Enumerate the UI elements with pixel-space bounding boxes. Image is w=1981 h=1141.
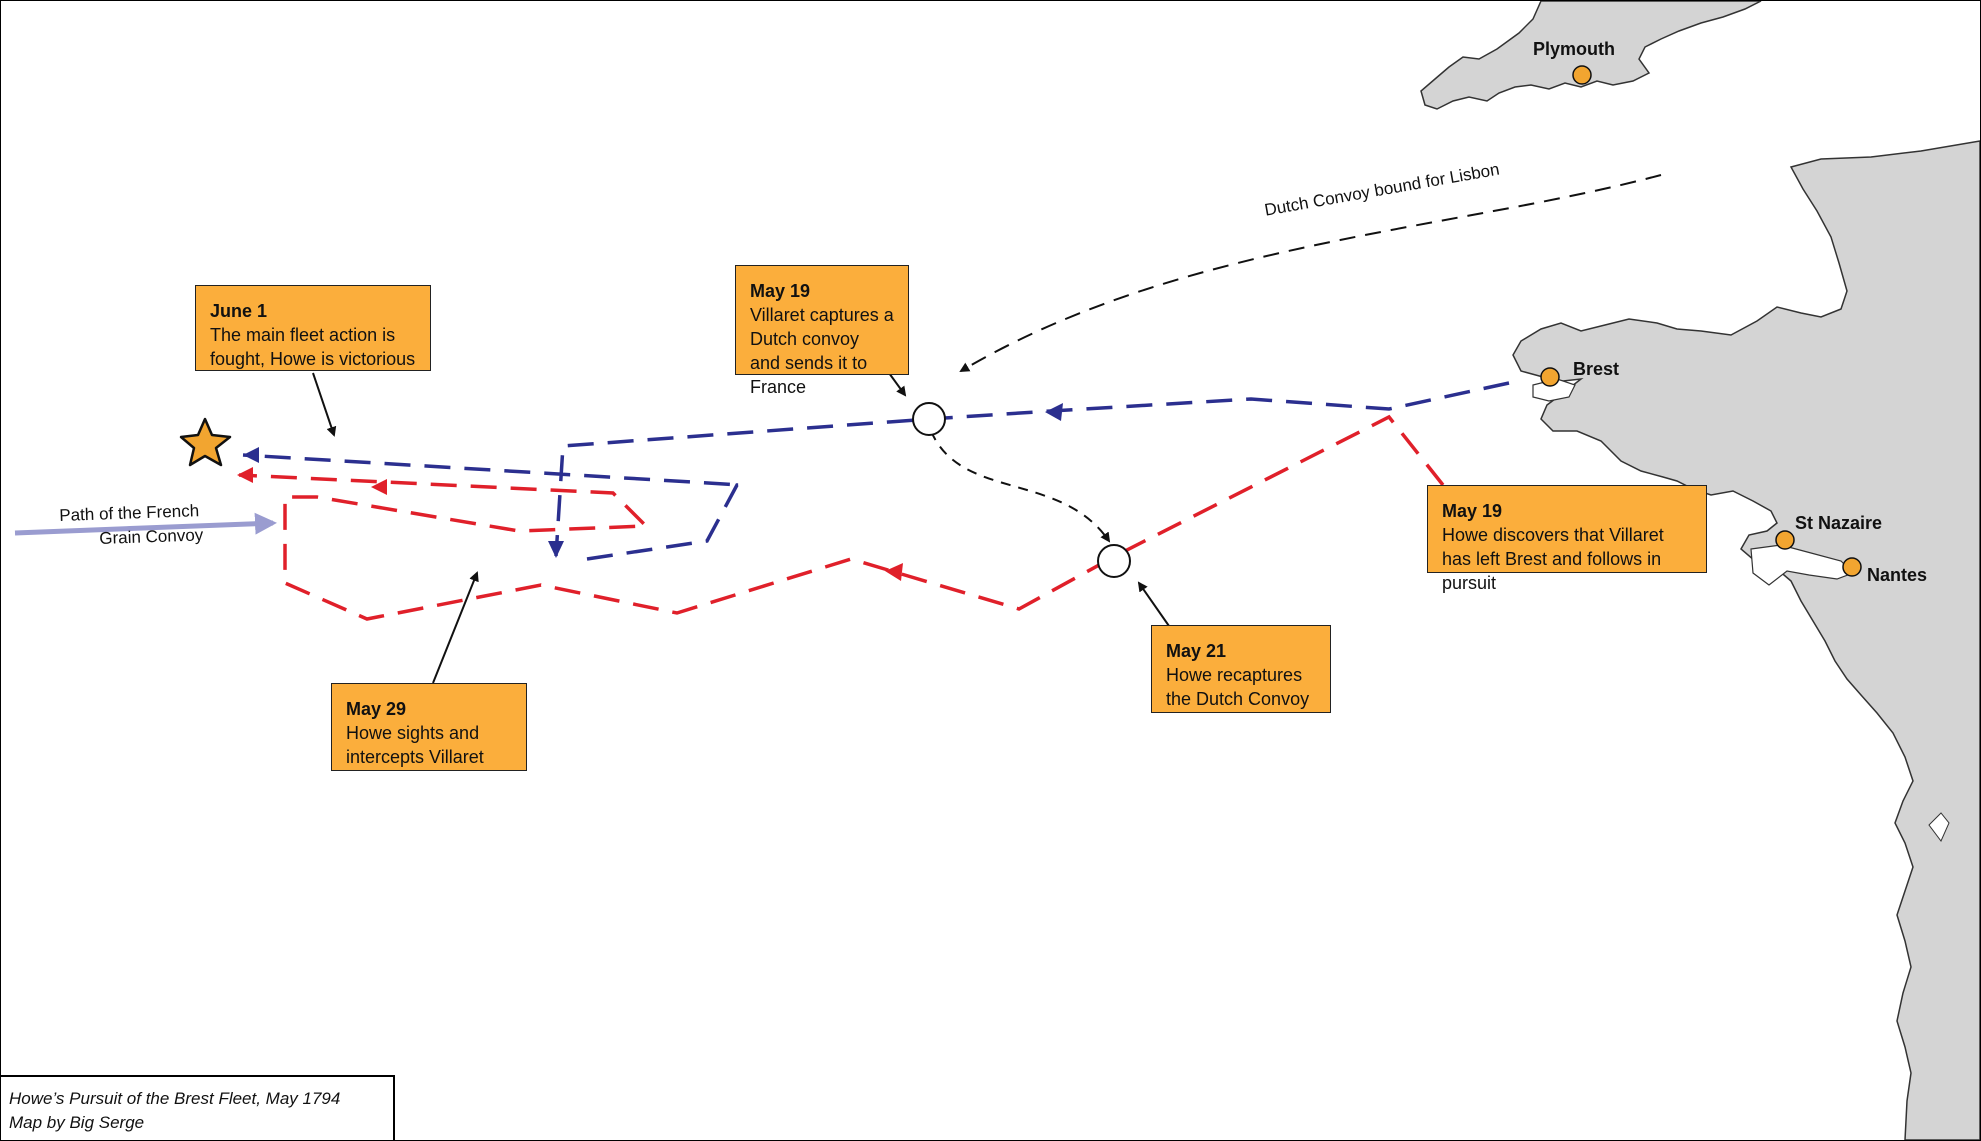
callout-date: May 29 xyxy=(346,699,407,719)
french-fleet-arrow xyxy=(1045,403,1063,421)
callout-date: May 21 xyxy=(1166,641,1227,661)
st-nazaire-circle-marker-icon xyxy=(1775,530,1795,550)
british-fleet-arrow xyxy=(885,563,903,581)
french-fleet-route xyxy=(242,381,1510,561)
convoy-transfer-route xyxy=(930,430,1111,543)
callout-may21: May 21 Howe recaptures the Dutch Convoy xyxy=(1151,625,1331,713)
british-fleet-route xyxy=(238,414,1445,621)
recapture-circle-icon xyxy=(1097,544,1131,578)
callout-may29: May 29 Howe sights and intercepts Villar… xyxy=(331,683,527,771)
may19-villaret-pointer xyxy=(888,372,907,397)
may29-pointer xyxy=(432,571,479,684)
callout-may19-villaret: May 19 Villaret captures a Dutch convoy … xyxy=(735,265,909,397)
french-fleet-arrow xyxy=(243,447,259,463)
place-label-nantes: Nantes xyxy=(1867,565,1928,585)
grain-convoy-label-line2: Grain Convoy xyxy=(99,525,204,548)
french-fleet-arrow xyxy=(548,541,564,558)
callout-text: Howe sights and intercepts Villaret xyxy=(346,723,484,767)
capture-circle-icon xyxy=(912,402,946,436)
map-credit: Howe’s Pursuit of the Brest Fleet, May 1… xyxy=(1,1075,395,1140)
callout-date: June 1 xyxy=(210,301,268,321)
cornwall-coast xyxy=(1420,1,1762,110)
callout-text: Villaret captures a Dutch convoy and sen… xyxy=(750,305,894,397)
map-author: Map by Big Serge xyxy=(9,1113,145,1132)
callout-may19-howe: May 19 Howe discovers that Villaret has … xyxy=(1427,485,1707,593)
grain-convoy-route xyxy=(14,512,277,536)
callout-text: The main fleet action is fought, Howe is… xyxy=(210,325,416,369)
plymouth-circle-marker-icon xyxy=(1572,65,1592,85)
dutch-convoy-route xyxy=(959,174,1662,373)
british-fleet-arrow xyxy=(237,467,253,483)
callout-text: Howe discovers that Villaret has left Br… xyxy=(1442,525,1664,593)
brest-circle-marker-icon xyxy=(1540,367,1560,387)
star-icon xyxy=(179,417,232,467)
place-label-st-nazaire: St Nazaire xyxy=(1795,513,1883,533)
map-title: Howe’s Pursuit of the Brest Fleet, May 1… xyxy=(9,1089,341,1108)
brittany-coast xyxy=(1512,140,1980,1140)
may21-pointer xyxy=(1137,581,1170,627)
inland-water xyxy=(1928,812,1950,842)
loire-estuary xyxy=(1750,544,1855,586)
nantes-circle-marker-icon xyxy=(1842,557,1862,577)
place-label-brest: Brest xyxy=(1573,359,1620,379)
callout-date: May 19 xyxy=(1442,501,1503,521)
callout-text: Howe recaptures the Dutch Convoy xyxy=(1166,665,1310,709)
june1-pointer xyxy=(312,372,337,437)
place-label-plymouth: Plymouth xyxy=(1533,39,1616,59)
callout-june1: June 1 The main fleet action is fought, … xyxy=(195,285,431,371)
british-fleet-arrow xyxy=(371,479,387,495)
callout-date: May 19 xyxy=(750,281,811,301)
